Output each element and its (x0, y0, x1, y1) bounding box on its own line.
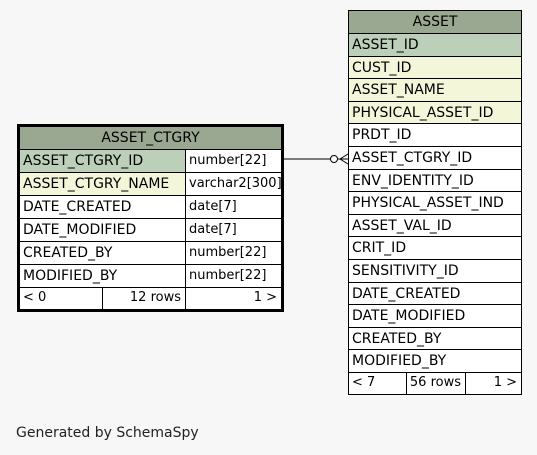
column-name: DATE_CREATED (23, 199, 132, 215)
column-name-primary-key: ASSET_CTGRY_ID (20, 150, 185, 172)
table-row[interactable]: DATE_CREATED date[7] (20, 196, 281, 219)
column-type: varchar2[300] (185, 173, 281, 195)
generator-credit: Generated by SchemaSpy (16, 425, 199, 441)
asset-table[interactable]: ASSET ASSET_ID CUST_ID ASSET_NAME PHYSIC… (348, 10, 522, 395)
table-row[interactable]: ASSET_CTGRY_NAME varchar2[300] (20, 173, 281, 196)
table-row[interactable]: ASSET_CTGRY_ID (349, 147, 521, 170)
column-name-primary-key: ASSET_ID (349, 34, 521, 56)
parents-count[interactable]: < 7 (352, 374, 376, 390)
row-count: 12 rows (102, 288, 185, 309)
column-type: date[7] (185, 196, 281, 218)
column-name-indexed: PHYSICAL_ASSET_ID (349, 101, 521, 124)
column-name: CREATED_BY (352, 330, 442, 347)
table-title[interactable]: ASSET_CTGRY (20, 127, 281, 150)
table-row[interactable]: ASSET_ID (349, 34, 521, 57)
table-row[interactable]: PHYSICAL_ASSET_IND (349, 192, 521, 215)
column-type: number[22] (185, 150, 281, 172)
table-footer: < 0 12 rows 1 > (20, 288, 281, 309)
crowfoot-lower (339, 158, 349, 165)
table-row[interactable]: ASSET_CTGRY_ID number[22] (20, 150, 281, 173)
table-row[interactable]: CREATED_BY (349, 328, 521, 351)
table-row[interactable]: CRIT_ID (349, 237, 521, 260)
column-name: ASSET_VAL_ID (352, 217, 452, 234)
table-row[interactable]: ASSET_VAL_ID (349, 215, 521, 238)
column-type: number[22] (185, 242, 281, 264)
table-footer: < 7 56 rows 1 > (349, 372, 521, 394)
table-row[interactable]: CREATED_BY number[22] (20, 242, 281, 265)
table-row[interactable]: ASSET_NAME (349, 79, 521, 102)
column-name: MODIFIED_BY (352, 353, 447, 370)
asset-ctgry-table[interactable]: ASSET_CTGRY ASSET_CTGRY_ID number[22] AS… (17, 124, 284, 312)
table-row[interactable]: DATE_MODIFIED (349, 305, 521, 328)
column-name: DATE_CREATED (352, 285, 461, 302)
column-name: CREATED_BY (23, 245, 113, 261)
column-type: number[22] (185, 265, 281, 287)
column-name: PRDT_ID (352, 127, 412, 144)
table-row[interactable]: ENV_IDENTITY_ID (349, 170, 521, 193)
children-count[interactable]: 1 > (185, 288, 281, 309)
column-name: DATE_MODIFIED (23, 222, 137, 238)
table-row[interactable]: DATE_MODIFIED date[7] (20, 219, 281, 242)
table-row[interactable]: PHYSICAL_ASSET_ID (349, 101, 521, 125)
row-count: 56 rows (406, 372, 465, 394)
parents-count[interactable]: < 0 (23, 290, 47, 305)
table-row[interactable]: DATE_CREATED (349, 283, 521, 306)
table-row[interactable]: CUST_ID (349, 56, 521, 80)
column-name: PHYSICAL_ASSET_IND (352, 195, 504, 212)
column-name: SENSITIVITY_ID (352, 262, 459, 279)
zero-optional-marker (330, 155, 338, 163)
table-row[interactable]: PRDT_ID (349, 124, 521, 147)
table-row[interactable]: MODIFIED_BY number[22] (20, 265, 281, 288)
column-name-foreign-key: ASSET_CTGRY_ID (352, 149, 473, 166)
table-row[interactable]: SENSITIVITY_ID (349, 260, 521, 283)
column-name-indexed: CUST_ID (349, 56, 521, 79)
children-count[interactable]: 1 > (465, 372, 521, 394)
crowfoot-upper (339, 153, 349, 160)
table-title[interactable]: ASSET (349, 11, 521, 34)
column-name: MODIFIED_BY (23, 268, 118, 284)
column-name-indexed: ASSET_CTGRY_NAME (20, 173, 185, 195)
column-name-indexed: ASSET_NAME (349, 79, 521, 101)
column-name: CRIT_ID (352, 240, 407, 257)
column-name: DATE_MODIFIED (352, 308, 466, 325)
table-row[interactable]: MODIFIED_BY (349, 350, 521, 373)
column-type: date[7] (185, 219, 281, 241)
column-name: ENV_IDENTITY_ID (352, 172, 474, 189)
